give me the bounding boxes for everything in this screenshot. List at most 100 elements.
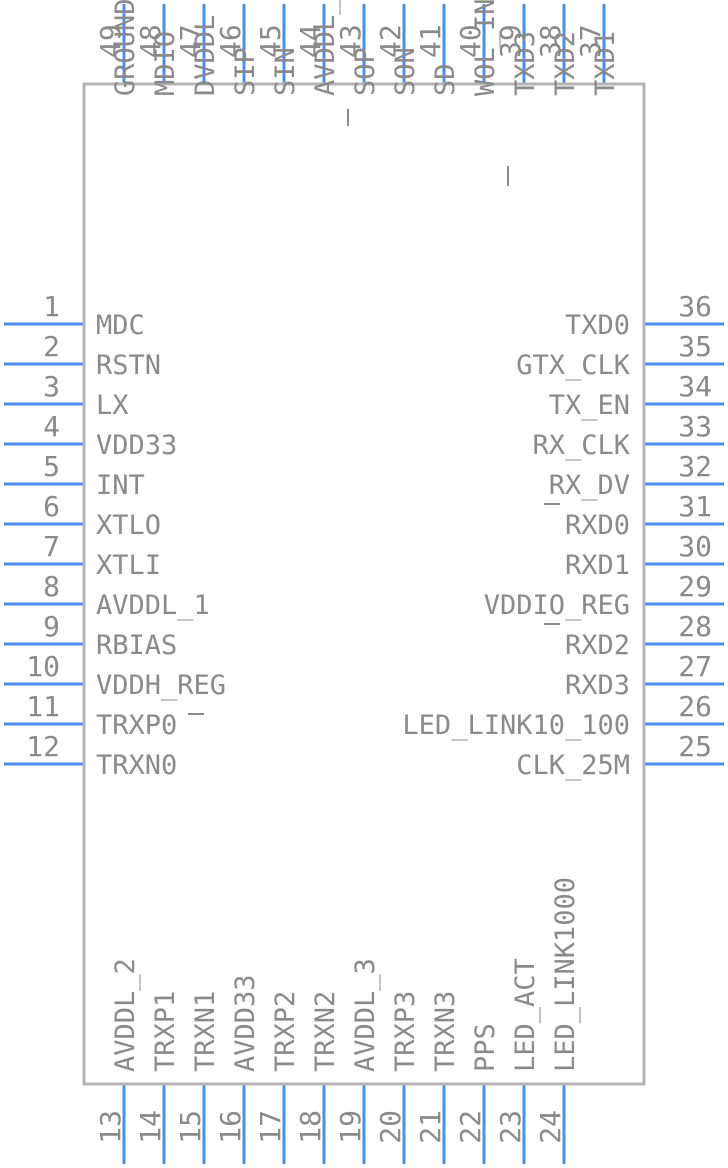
pin-44-label-avddl-4: AVDDL_4 — [310, 0, 341, 96]
pin-4-number: 4 — [43, 410, 60, 443]
pin-20-number: 20 — [374, 1110, 407, 1144]
pin-15-label-trxn1: TRXN1 — [190, 991, 221, 1072]
pin-13-label-avddl-2: AVDDL_2 — [110, 958, 141, 1072]
pin-48-label-mdio: MDIO — [150, 31, 181, 96]
pin-35-number: 35 — [678, 330, 712, 363]
pin-27-number: 27 — [678, 650, 712, 683]
pin-8-number: 8 — [43, 570, 60, 603]
pin-16-number: 16 — [214, 1110, 247, 1144]
pin-13-number: 13 — [94, 1110, 127, 1144]
pin-5-label-int: INT — [96, 470, 145, 501]
pin-16-label-avdd33: AVDD33 — [230, 974, 261, 1072]
pin-18-label-trxn2: TRXN2 — [310, 991, 341, 1072]
pin-15-number: 15 — [174, 1110, 207, 1144]
pin-48-number: 48 — [134, 24, 167, 58]
pin-10-label-vddh-reg: VDDH_REG — [96, 670, 226, 701]
pin-36-label-txd0: TXD0 — [565, 310, 630, 341]
pin-22-number: 22 — [454, 1110, 487, 1144]
pin-14-number: 14 — [134, 1110, 167, 1144]
pin-29-label-vddio-reg: VDDIO_REG — [484, 590, 630, 621]
pin-10-number: 10 — [26, 650, 60, 683]
pin-46-label-sip: SIP — [230, 47, 261, 96]
pin-44-number: 44 — [294, 24, 327, 58]
pin-5-number: 5 — [43, 450, 60, 483]
pin-20-label-trxp3: TRXP3 — [390, 991, 421, 1072]
pin-17-number: 17 — [254, 1110, 287, 1144]
pin-29-number: 29 — [678, 570, 712, 603]
pin-33-number: 33 — [678, 410, 712, 443]
pin-6-number: 6 — [43, 490, 60, 523]
pin-3-label-lx: LX — [96, 390, 129, 421]
pin-34-label-tx-en: TX_EN — [549, 390, 630, 421]
pin-34-number: 34 — [678, 370, 712, 403]
pin-24-label-led-link1000: LED_LINK1000 — [550, 877, 581, 1072]
pin-40-label-wol-int: WOL_INT — [470, 0, 501, 96]
pin-28-number: 28 — [678, 610, 712, 643]
pins-layer — [4, 4, 724, 1164]
pin-22-label-pps: PPS — [470, 1023, 501, 1072]
pin-4-label-vdd33: VDD33 — [96, 430, 177, 461]
pin-31-label-rxd0: RXD0 — [565, 510, 630, 541]
pin-45-label-sin: SIN — [270, 47, 301, 96]
pin-37-label-txd1: TXD1 — [590, 31, 621, 96]
ic-body — [82, 82, 646, 1086]
pin-32-label-rx-dv: RX_DV — [549, 470, 630, 501]
pin-1-number: 1 — [43, 290, 60, 323]
pin-49-number: 49 — [94, 24, 127, 58]
pin-labels-layer: 1MDC2RSTN3LX4VDD335INT6XTLO7XTLI8AVDDL_1… — [26, 0, 712, 1144]
pin-21-number: 21 — [414, 1110, 447, 1144]
pin-14-label-trxp1: TRXP1 — [150, 991, 181, 1072]
pin-47-number: 47 — [174, 24, 207, 58]
pin-12-label-trxn0: TRXN0 — [96, 750, 177, 781]
pin-37-number: 37 — [574, 24, 607, 58]
pin-9-number: 9 — [43, 610, 60, 643]
pin-2-number: 2 — [43, 330, 60, 363]
pin-33-label-rx-clk: RX_CLK — [532, 430, 630, 461]
pin-12-number: 12 — [26, 730, 60, 763]
pin-41-number: 41 — [414, 24, 447, 58]
pin-7-number: 7 — [43, 530, 60, 563]
pin-42-label-son: SON — [390, 47, 421, 96]
pin-19-label-avddl-3: AVDDL_3 — [350, 958, 381, 1072]
pin-38-label-txd2: TXD2 — [550, 31, 581, 96]
pin-19-number: 19 — [334, 1110, 367, 1144]
pin-26-label-led-link10-100: LED_LINK10_100 — [402, 710, 630, 741]
pin-11-label-trxp0: TRXP0 — [96, 710, 177, 741]
pin-1-label-mdc: MDC — [96, 310, 145, 341]
pin-30-label-rxd1: RXD1 — [565, 550, 630, 581]
pin-39-number: 39 — [494, 24, 527, 58]
pin-17-label-trxp2: TRXP2 — [270, 991, 301, 1072]
pin-27-label-rxd3: RXD3 — [565, 670, 630, 701]
pin-31-number: 31 — [678, 490, 712, 523]
pin-36-number: 36 — [678, 290, 712, 323]
pin-30-number: 30 — [678, 530, 712, 563]
pin-32-number: 32 — [678, 450, 712, 483]
pin-6-label-xtlo: XTLO — [96, 510, 161, 541]
pin-18-number: 18 — [294, 1110, 327, 1144]
pin-40-number: 40 — [454, 24, 487, 58]
pin-23-label-led-act: LED_ACT — [510, 958, 541, 1072]
pin-7-label-xtli: XTLI — [96, 550, 161, 581]
pin-24-number: 24 — [534, 1110, 567, 1144]
pin-46-number: 46 — [214, 24, 247, 58]
pin-21-label-trxn3: TRXN3 — [430, 991, 461, 1072]
pin-39-label-txd3: TXD3 — [510, 31, 541, 96]
pin-11-number: 11 — [26, 690, 60, 723]
pin-25-label-clk-25m: CLK_25M — [516, 750, 630, 781]
pin-45-number: 45 — [254, 24, 287, 58]
pin-35-label-gtx-clk: GTX_CLK — [516, 350, 631, 381]
pin-25-number: 25 — [678, 730, 712, 763]
pin-9-label-rbias: RBIAS — [96, 630, 177, 661]
pin-47-label-dvddl: DVDDL — [190, 15, 221, 96]
pin-28-label-rxd2: RXD2 — [565, 630, 630, 661]
pin-41-label-sd: SD — [430, 63, 461, 96]
pin-26-number: 26 — [678, 690, 712, 723]
pin-43-number: 43 — [334, 24, 367, 58]
pin-49-label-ground: GROUND — [110, 0, 141, 96]
pin-8-label-avddl-1: AVDDL_1 — [96, 590, 210, 621]
pin-43-label-sop: SOP — [350, 47, 381, 96]
pin-2-label-rstn: RSTN — [96, 350, 161, 381]
pin-38-number: 38 — [534, 24, 567, 58]
pin-42-number: 42 — [374, 24, 407, 58]
